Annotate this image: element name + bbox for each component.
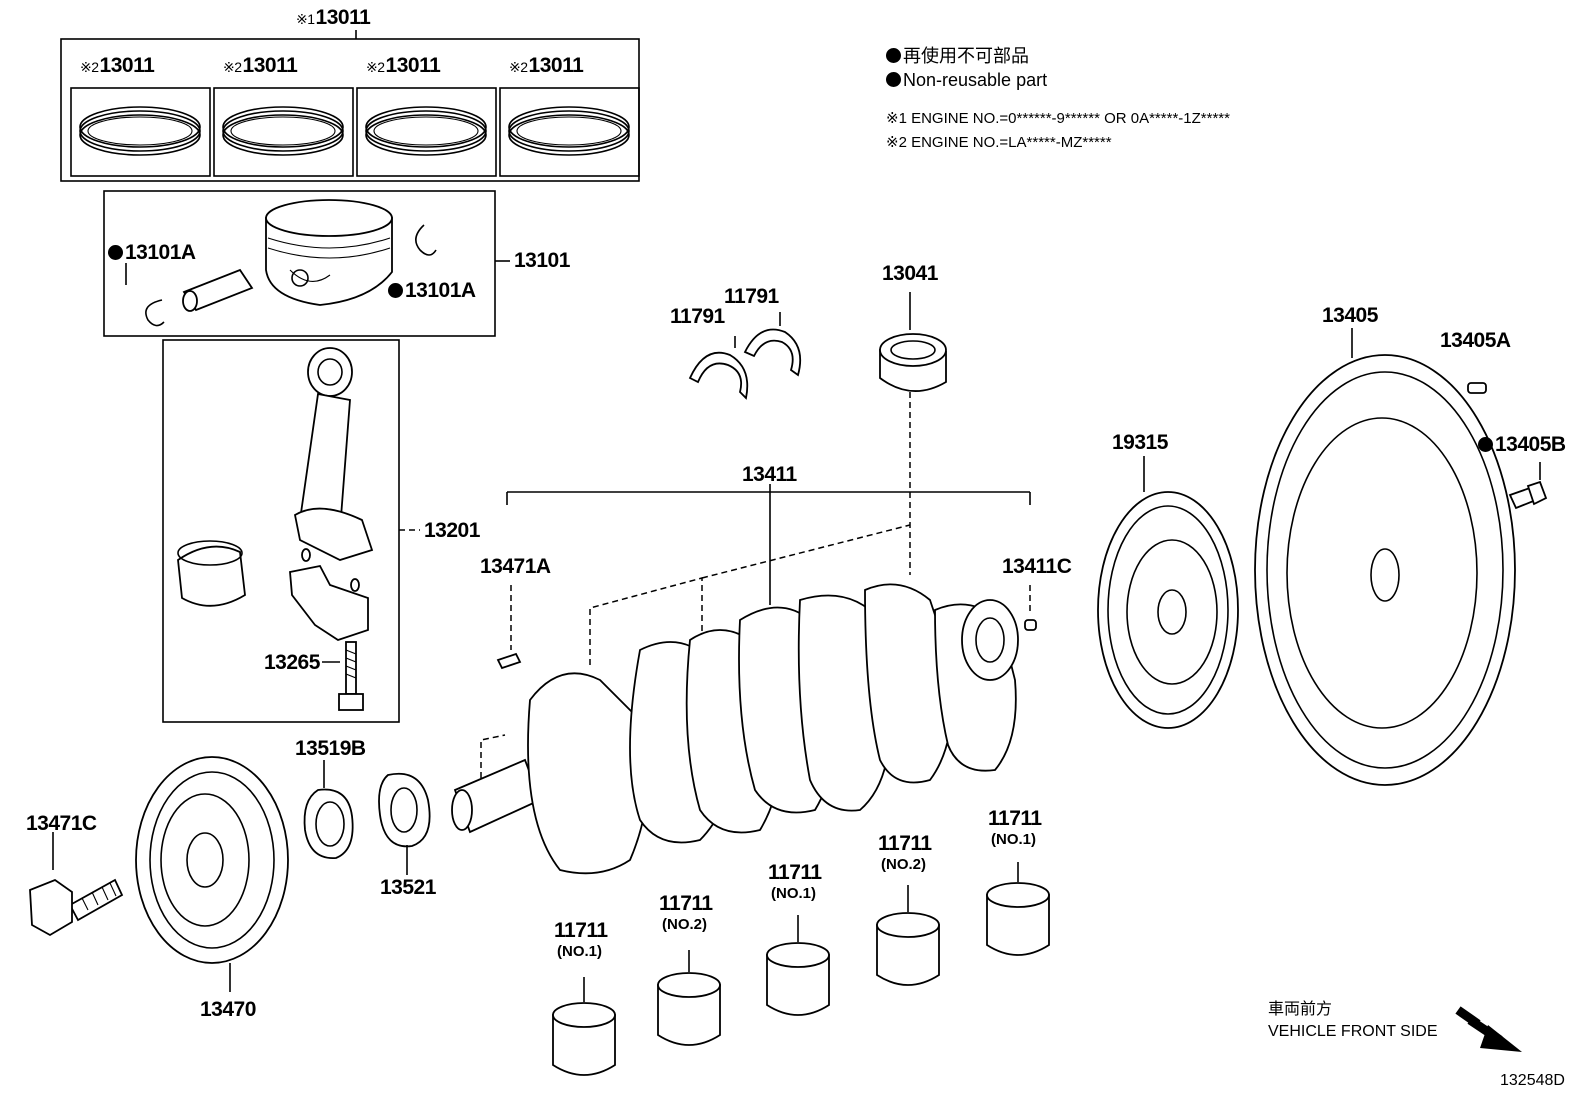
non-reusable-icon — [388, 283, 403, 298]
thrust-washer-b-label: 11791 — [724, 285, 779, 308]
piston-clip-right — [415, 224, 437, 256]
pulley-label: 13470 — [200, 998, 256, 1021]
crankshaft-label: 13411 — [742, 463, 797, 486]
bearing-1-sub: (NO.1) — [557, 943, 602, 960]
bearing-4-label: 11711 — [878, 832, 932, 855]
piston-ring-4 — [508, 106, 630, 156]
rod-bolt — [322, 641, 364, 711]
crankshaft-bracket — [480, 392, 1031, 785]
sprocket-b-label: 13519B — [295, 737, 366, 760]
thrust-washer-a-label: 11791 — [670, 305, 725, 328]
bearing-2-label: 11711 — [659, 892, 713, 915]
drive-plate — [1097, 456, 1239, 729]
ring-label-2: ※213011 — [223, 54, 298, 77]
bearing-4-sub: (NO.2) — [881, 856, 926, 873]
rod-bearing — [177, 540, 246, 607]
front-direction-arrow-icon — [1455, 1006, 1522, 1052]
bearing-1-label: 11711 — [554, 919, 608, 942]
legend-non-reusable-en: Non-reusable part — [886, 71, 1047, 89]
bullet-icon — [886, 48, 901, 63]
main-bearing-5 — [986, 862, 1050, 956]
thrust-washer-1 — [688, 336, 749, 400]
bearing-3-sub: (NO.1) — [771, 885, 816, 902]
piston-clip-left — [125, 263, 165, 327]
flywheel-pin — [1467, 382, 1487, 394]
front-direction-jp: 車両前方 — [1268, 1001, 1333, 1018]
non-reusable-icon — [108, 245, 123, 260]
crank-pin — [1024, 619, 1037, 631]
crank-pin-label: 13411C — [1002, 555, 1072, 578]
ring-label-1: ※213011 — [80, 54, 155, 77]
rod-bolt-label: 13265 — [264, 651, 320, 674]
piston-ring-3 — [365, 106, 487, 156]
flywheel-pin-label: 13405A — [1440, 329, 1511, 352]
rod-frame — [162, 339, 420, 723]
engine-note-2: ※2 ENGINE NO.=LA*****-MZ***** — [886, 134, 1112, 151]
piston-ring-2 — [222, 106, 344, 156]
bearing-5-sub: (NO.1) — [991, 831, 1036, 848]
crank-key-label: 13471A — [480, 555, 551, 578]
pulley-bolt-label: 13471C — [26, 812, 97, 835]
non-reusable-icon — [1478, 437, 1493, 452]
flywheel-bolt — [1508, 462, 1548, 510]
piston-pin — [182, 268, 254, 312]
bearing-2-sub: (NO.2) — [662, 916, 707, 933]
bullet-icon — [886, 72, 901, 87]
sprocket-label: 13521 — [380, 876, 436, 899]
crank-pulley — [135, 756, 289, 992]
piston-frame — [103, 190, 510, 337]
drive-plate-label: 19315 — [1112, 431, 1168, 454]
ring-label-4: ※213011 — [509, 54, 584, 77]
piston-clip-right-label: 13101A — [388, 280, 476, 301]
legend-non-reusable-jp: 再使用不可部品 — [886, 47, 1029, 65]
crankshaft-key — [496, 652, 522, 670]
pulley-bolt — [29, 832, 124, 937]
diagram-id: 132548D — [1500, 1072, 1565, 1089]
connecting-rod — [289, 347, 374, 641]
main-bearing-4 — [876, 885, 940, 986]
bushing-label: 13041 — [882, 262, 938, 285]
bearing-5-label: 11711 — [988, 807, 1042, 830]
rod-assembly-label: 13201 — [424, 519, 480, 542]
crank-sprocket — [378, 772, 431, 875]
flywheel-bolt-label: 13405B — [1478, 434, 1566, 455]
crankshaft — [451, 583, 1019, 875]
engine-note-1: ※1 ENGINE NO.=0******-9****** OR 0A*****… — [886, 110, 1230, 127]
piston — [265, 199, 393, 306]
main-bearing-3 — [766, 915, 830, 1016]
piston-clip-left-label: 13101A — [108, 242, 196, 263]
flywheel — [1254, 328, 1516, 786]
front-direction-en: VEHICLE FRONT SIDE — [1268, 1023, 1438, 1040]
bearing-3-label: 11711 — [768, 861, 822, 884]
bushing — [879, 292, 947, 392]
main-bearing-2 — [657, 950, 721, 1046]
flywheel-label: 13405 — [1322, 304, 1378, 327]
piston-assembly-label: 13101 — [514, 249, 570, 272]
ring-set-label: ※113011 — [296, 6, 371, 29]
piston-ring-1 — [79, 106, 201, 156]
thrust-washer-2 — [743, 312, 802, 377]
main-bearing-1 — [552, 977, 616, 1076]
timing-sprocket-b — [303, 760, 354, 859]
ring-label-3: ※213011 — [366, 54, 441, 77]
ring-set-frame — [60, 30, 640, 182]
